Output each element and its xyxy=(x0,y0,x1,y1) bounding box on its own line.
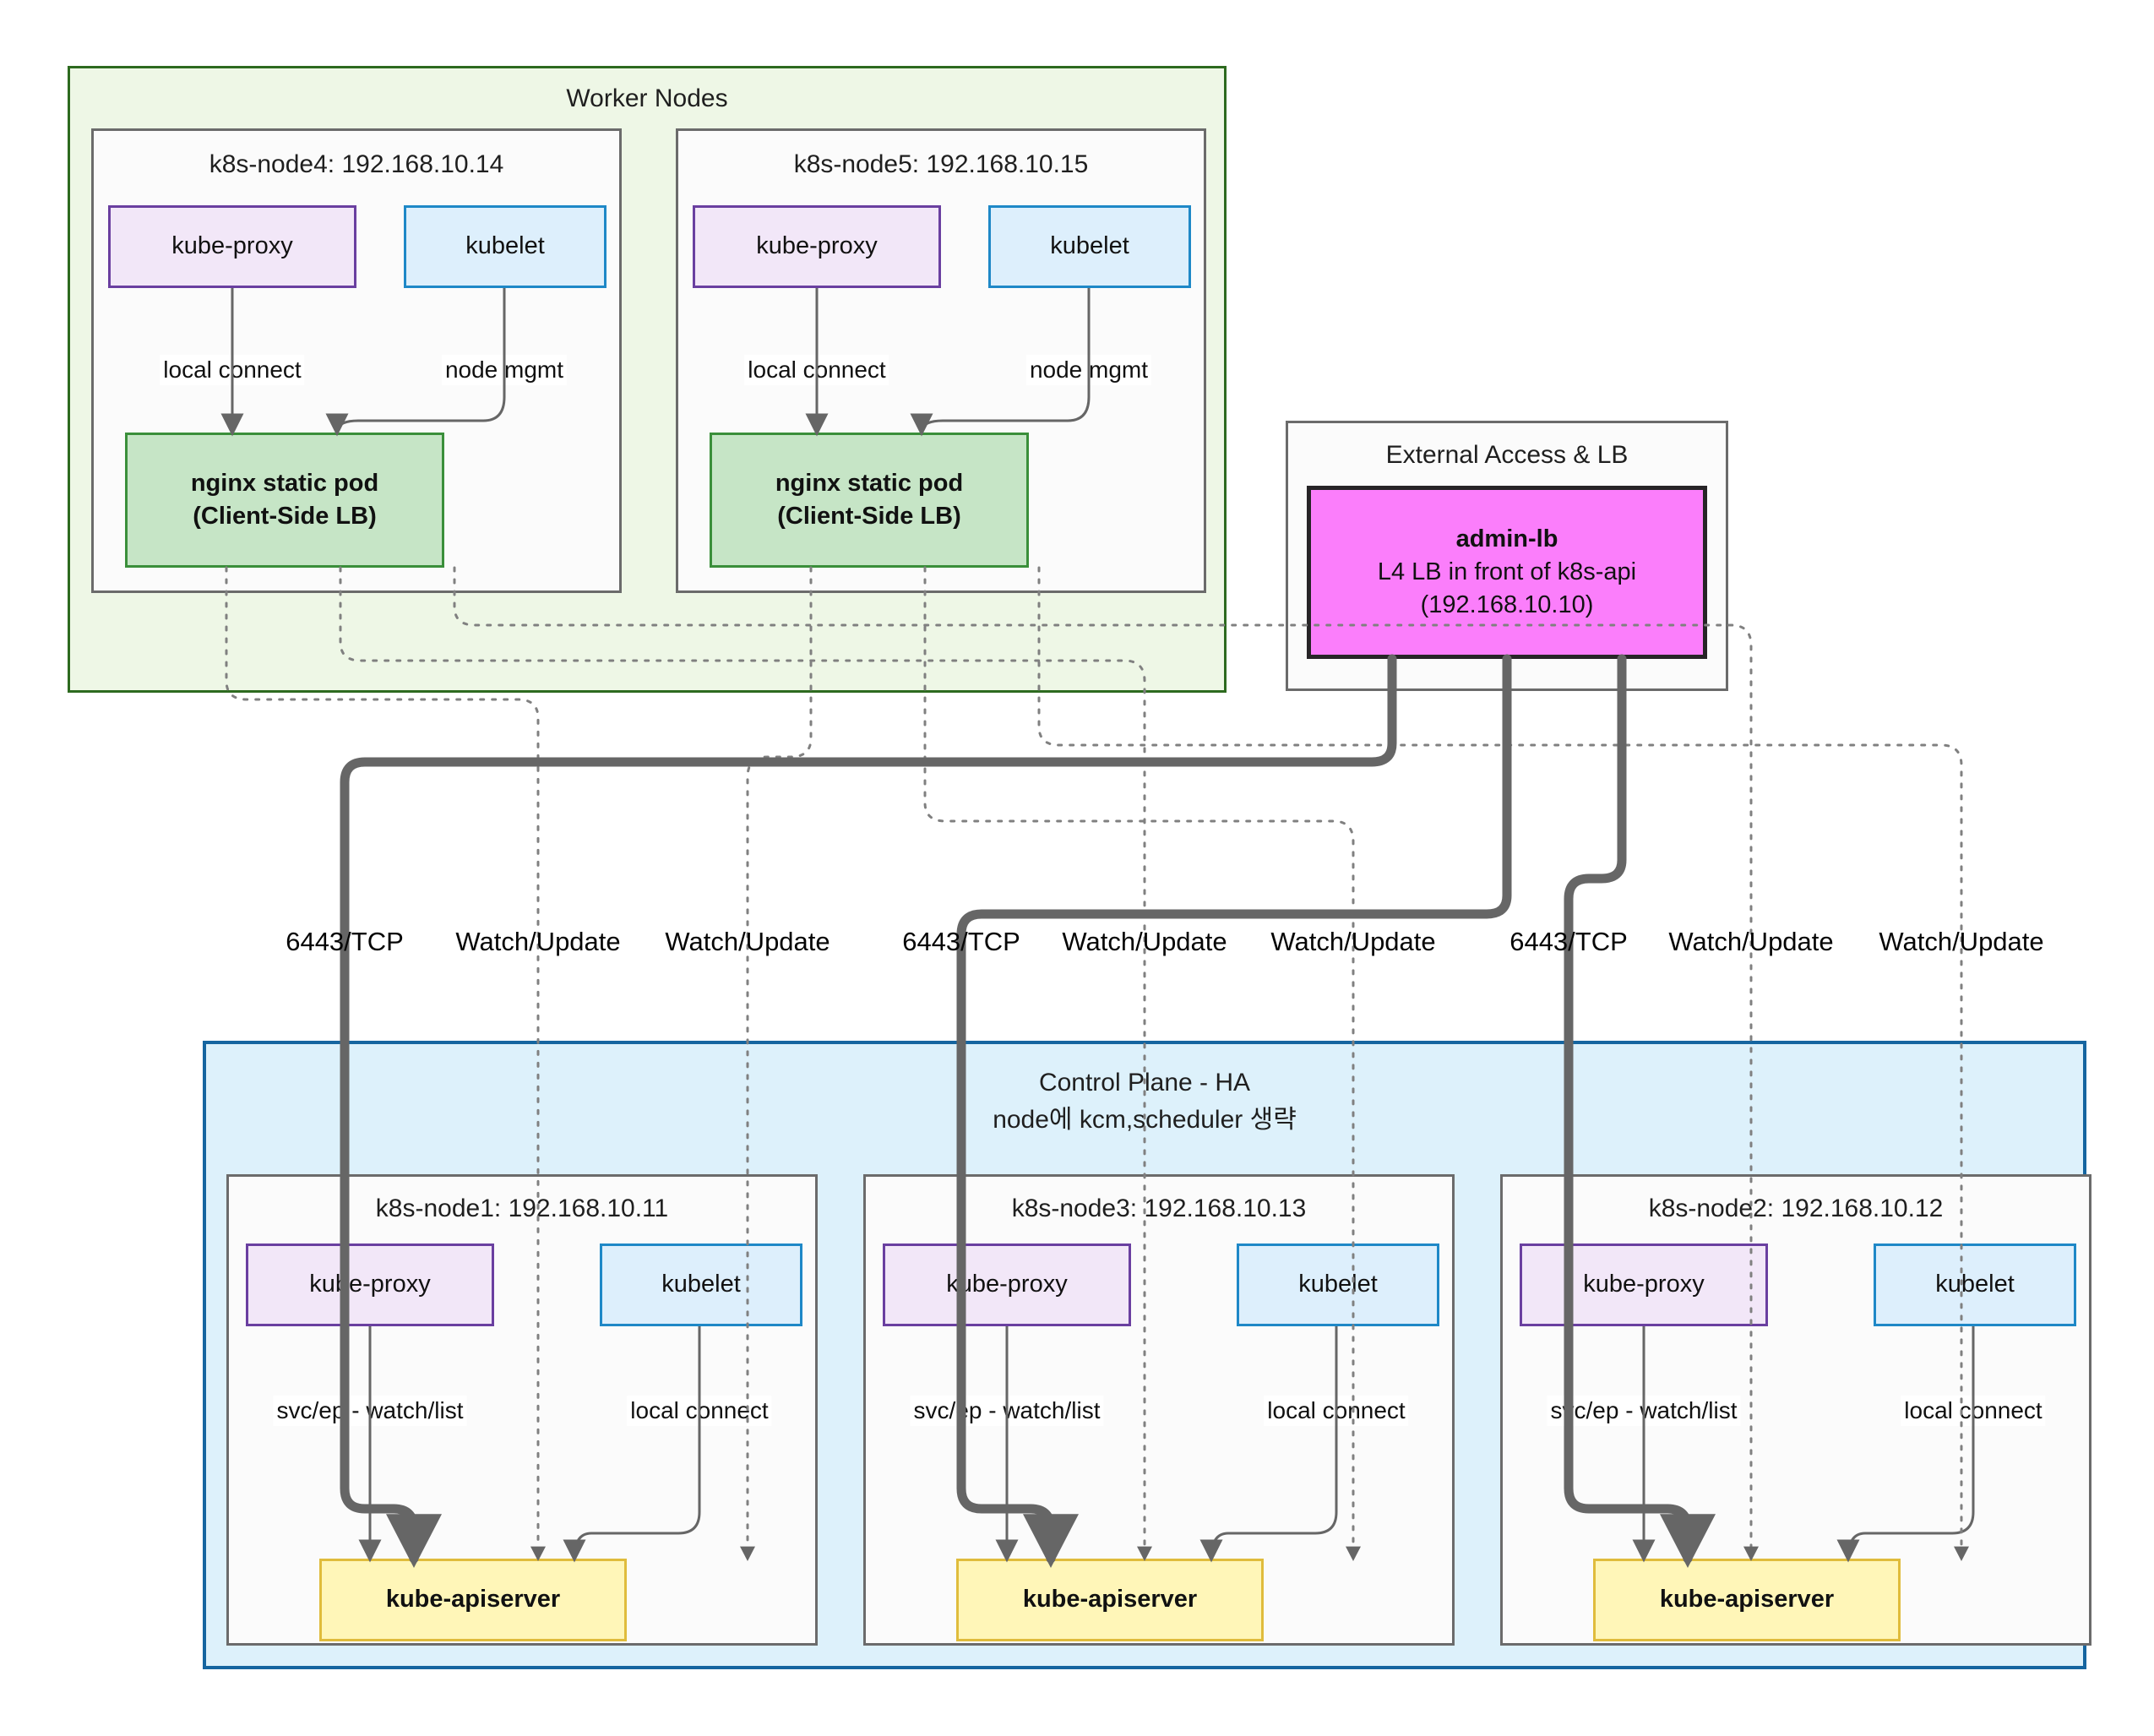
control-plane-title-line2: node에 kcm,scheduler 생략 xyxy=(993,1105,1297,1134)
mid-label-0: 6443/TCP xyxy=(286,927,404,956)
control-node3-kube-proxy[interactable]: kube-proxy xyxy=(883,1243,1131,1326)
mid-label-6: 6443/TCP xyxy=(1509,927,1628,956)
admin-lb-box[interactable]: admin-lb L4 LB in front of k8s-api (192.… xyxy=(1307,486,1707,659)
control-node1-kubelet-edge-label: local connect xyxy=(627,1396,772,1426)
worker-node4-pod-line1: nginx static pod xyxy=(190,469,379,497)
worker-node5-kubelet-edge-label: node mgmt xyxy=(1025,355,1152,385)
worker-node4-kube-proxy[interactable]: kube-proxy xyxy=(108,205,356,288)
control-node3-proxy-edge-label: svc/ep - watch/list xyxy=(910,1396,1104,1426)
admin-lb-address: (192.168.10.10) xyxy=(1420,591,1594,619)
control-node3-kubelet-edge-label: local connect xyxy=(1264,1396,1409,1426)
worker-node5-pod-line1: nginx static pod xyxy=(775,469,964,497)
control-node2-kubelet-edge-label: local connect xyxy=(1901,1396,2046,1426)
external-access-lb-title: External Access & LB xyxy=(1385,441,1629,469)
mid-label-4: Watch/Update xyxy=(1062,927,1227,956)
control-node1-kubelet[interactable]: kubelet xyxy=(600,1243,802,1326)
control-node1-kube-proxy[interactable]: kube-proxy xyxy=(246,1243,494,1326)
worker-node4-proxy-edge-label: local connect xyxy=(160,355,305,385)
mid-label-2: Watch/Update xyxy=(665,927,830,956)
worker-node4-title: k8s-node4: 192.168.10.14 xyxy=(209,150,504,178)
control-node1-proxy-edge-label: svc/ep - watch/list xyxy=(273,1396,467,1426)
control-node2-proxy-edge-label: svc/ep - watch/list xyxy=(1547,1396,1741,1426)
control-node1-kube-apiserver[interactable]: kube-apiserver xyxy=(319,1559,627,1641)
control-node2-kubelet[interactable]: kubelet xyxy=(1874,1243,2076,1326)
control-node2-title: k8s-node2: 192.168.10.12 xyxy=(1648,1195,1944,1222)
worker-node5-title: k8s-node5: 192.168.10.15 xyxy=(793,150,1089,178)
worker-node5-kube-proxy[interactable]: kube-proxy xyxy=(693,205,941,288)
worker-node5-nginx-static-pod[interactable]: nginx static pod (Client-Side LB) xyxy=(710,433,1029,568)
mid-label-1: Watch/Update xyxy=(455,927,621,956)
control-plane-title-line1: Control Plane - HA xyxy=(1038,1069,1251,1097)
worker-nodes-title: Worker Nodes xyxy=(566,84,728,112)
worker-node5-kubelet[interactable]: kubelet xyxy=(988,205,1191,288)
control-node2-kube-apiserver[interactable]: kube-apiserver xyxy=(1593,1559,1901,1641)
mid-label-7: Watch/Update xyxy=(1668,927,1834,956)
mid-label-5: Watch/Update xyxy=(1270,927,1436,956)
control-node2-kube-proxy[interactable]: kube-proxy xyxy=(1520,1243,1768,1326)
worker-node5-proxy-edge-label: local connect xyxy=(744,355,889,385)
admin-lb-name: admin-lb xyxy=(1455,525,1558,552)
control-node3-kube-apiserver[interactable]: kube-apiserver xyxy=(956,1559,1264,1641)
worker-node4-kubelet-edge-label: node mgmt xyxy=(441,355,568,385)
mid-label-8: Watch/Update xyxy=(1879,927,2044,956)
worker-node5-pod-line2: (Client-Side LB) xyxy=(777,503,961,530)
control-plane-title: Control Plane - HA node에 kcm,scheduler 생… xyxy=(206,1064,2083,1138)
control-node3-kubelet[interactable]: kubelet xyxy=(1237,1243,1439,1326)
control-node1-title: k8s-node1: 192.168.10.11 xyxy=(375,1195,669,1222)
admin-lb-description: L4 LB in front of k8s-api xyxy=(1377,558,1637,585)
worker-node4-pod-line2: (Client-Side LB) xyxy=(193,503,377,530)
worker-node4-nginx-static-pod[interactable]: nginx static pod (Client-Side LB) xyxy=(125,433,444,568)
worker-node4-kubelet[interactable]: kubelet xyxy=(404,205,606,288)
mid-label-3: 6443/TCP xyxy=(902,927,1020,956)
control-node3-title: k8s-node3: 192.168.10.13 xyxy=(1011,1195,1307,1222)
